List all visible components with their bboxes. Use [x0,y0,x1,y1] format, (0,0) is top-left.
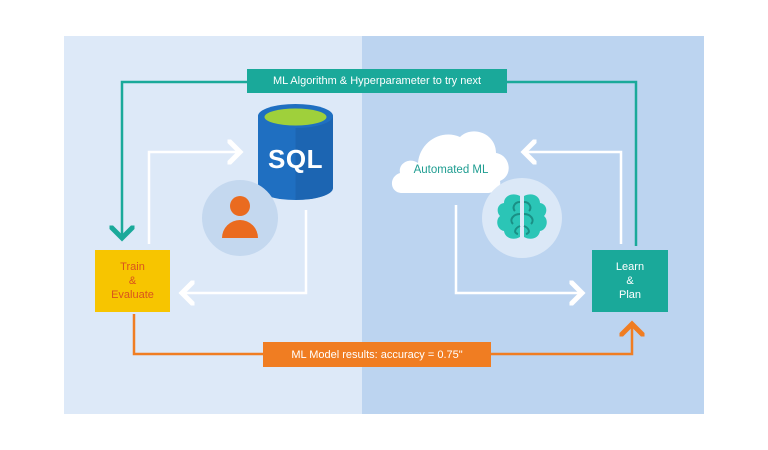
results-label: ML Model results: accuracy = 0.75" [263,342,491,367]
train-evaluate-box: Train & Evaluate [95,250,170,312]
learn-plan-box: Learn & Plan [592,250,668,312]
white-arrow-from-cloud [454,205,582,293]
database-label: SQL [268,144,323,174]
results-label-text: ML Model results: accuracy = 0.75" [291,348,463,361]
learn-line-2: & [626,275,634,287]
algorithm-label-text: ML Algorithm & Hyperparameter to try nex… [272,75,482,87]
train-line-2: & [128,275,137,287]
cloud-label: Automated ML [413,164,489,176]
database-icon [258,104,333,200]
person-icon [202,180,278,256]
train-line-3: Evaluate [111,289,154,301]
white-arrow-to-cloud [524,152,623,244]
train-line-1: Train [120,261,145,273]
white-arrow-to-sql [147,152,240,244]
white-arrow-from-sql [182,210,308,293]
learn-line-3: Plan [618,289,642,301]
learn-line-1: Learn [615,261,645,273]
algorithm-label: ML Algorithm & Hyperparameter to try nex… [247,69,507,93]
brain-icon [482,178,562,258]
cloud-icon [391,131,509,193]
